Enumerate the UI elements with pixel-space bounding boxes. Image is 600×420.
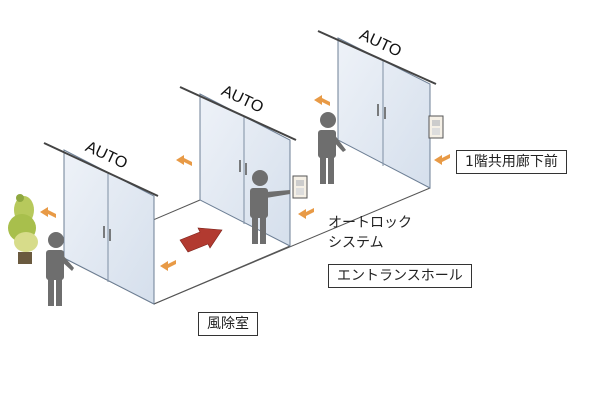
intercom-panel-1 (292, 175, 308, 199)
auto-door-3 (317, 30, 437, 189)
arrow-icon (314, 95, 330, 106)
orange-arrows (40, 95, 450, 271)
label-floor1-corridor: 1階共用廊下前 (456, 150, 567, 174)
auto-door-1 (43, 142, 159, 305)
label-entrance-hall: エントランスホール (328, 264, 472, 288)
label-autolock-line1: オートロック (328, 215, 412, 231)
arrow-icon (298, 208, 314, 219)
person-icon (318, 112, 346, 184)
arrow-icon (160, 260, 176, 271)
person-icon (46, 232, 74, 306)
arrow-icon (176, 155, 192, 166)
plant-icon (8, 194, 38, 264)
entry-arrow-icon (179, 227, 223, 253)
label-autolock-line2: システム (328, 235, 384, 251)
arrow-icon (434, 154, 450, 165)
intercom-panel-2 (428, 115, 444, 139)
person-icon (250, 170, 290, 244)
label-windbreak-room: 風除室 (198, 312, 258, 336)
auto-door-2 (179, 86, 297, 247)
arrow-icon (40, 207, 56, 218)
